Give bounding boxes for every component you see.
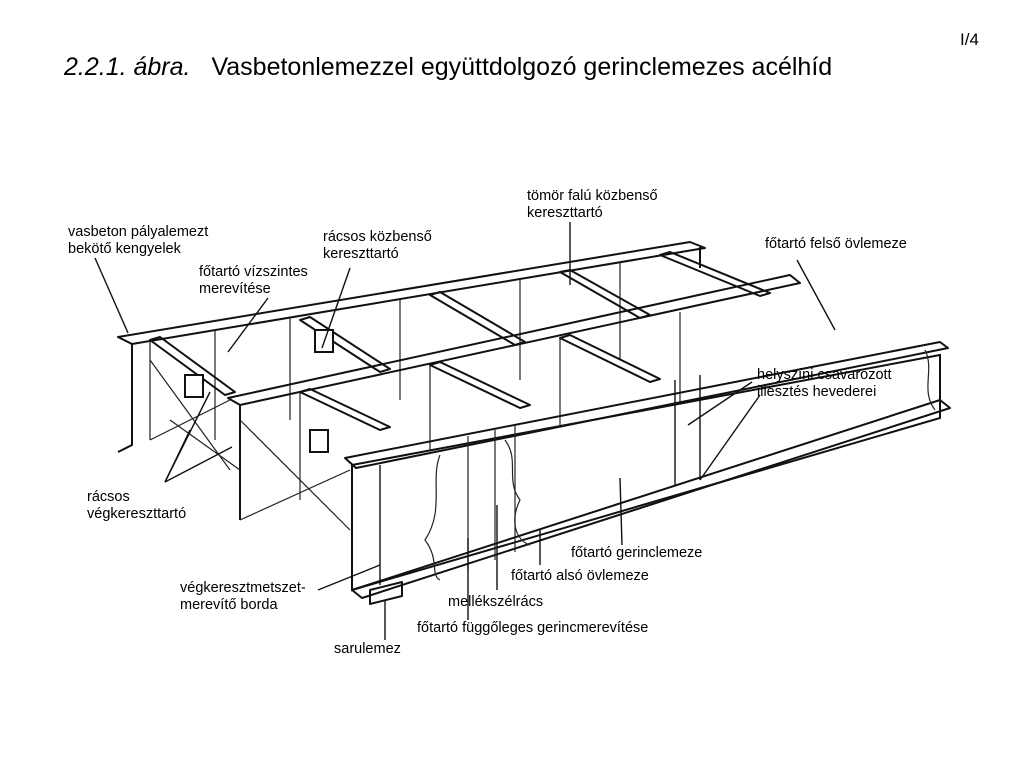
label-pavement-stirrups: vasbeton pályalemezt bekötő kengyelek (68, 224, 209, 257)
label-solid-web-crossbeam: tömör falú közbenső kereszttartó (527, 188, 658, 221)
page-number: I/4 (960, 30, 979, 49)
middle-main-girder (227, 274, 801, 520)
label-bottom-flange: főtartó alsó övlemeze (511, 568, 649, 584)
label-end-stiffener: végkeresztmetszet- merevítő borda (180, 580, 306, 613)
leader-lines (94, 222, 836, 640)
label-bearing-plate: sarulemez (334, 641, 401, 657)
label-secondary-bracing: mellékszélrács (448, 594, 544, 610)
label-truss-end-crossbeam: rácsos végkereszttartó (87, 489, 187, 522)
label-splice-plates: helyszíni csavarozott illesztés hevedere… (757, 367, 892, 400)
front-main-girder (344, 341, 951, 605)
label-truss-intermediate-crossbeam: rácsos közbenső kereszttartó (323, 229, 432, 262)
figure-title-text: Vasbetonlemezzel együttdolgozó gerinclem… (211, 53, 833, 81)
figure-number: 2.2.1. ábra. (64, 53, 191, 81)
label-vertical-stiffeners: főtartó függőleges gerincmerevítése (417, 620, 649, 636)
figure-title: 2.2.1. ábra. Vasbetonlemezzel együttdolg… (64, 53, 832, 82)
label-horizontal-bracing: főtartó vízszintes merevítése (199, 264, 308, 297)
end-cross-frame (149, 329, 351, 531)
label-top-flange: főtartó felső övlemeze (765, 236, 907, 252)
label-web-plate: főtartó gerinclemeze (571, 545, 703, 561)
back-main-girder (117, 241, 706, 453)
